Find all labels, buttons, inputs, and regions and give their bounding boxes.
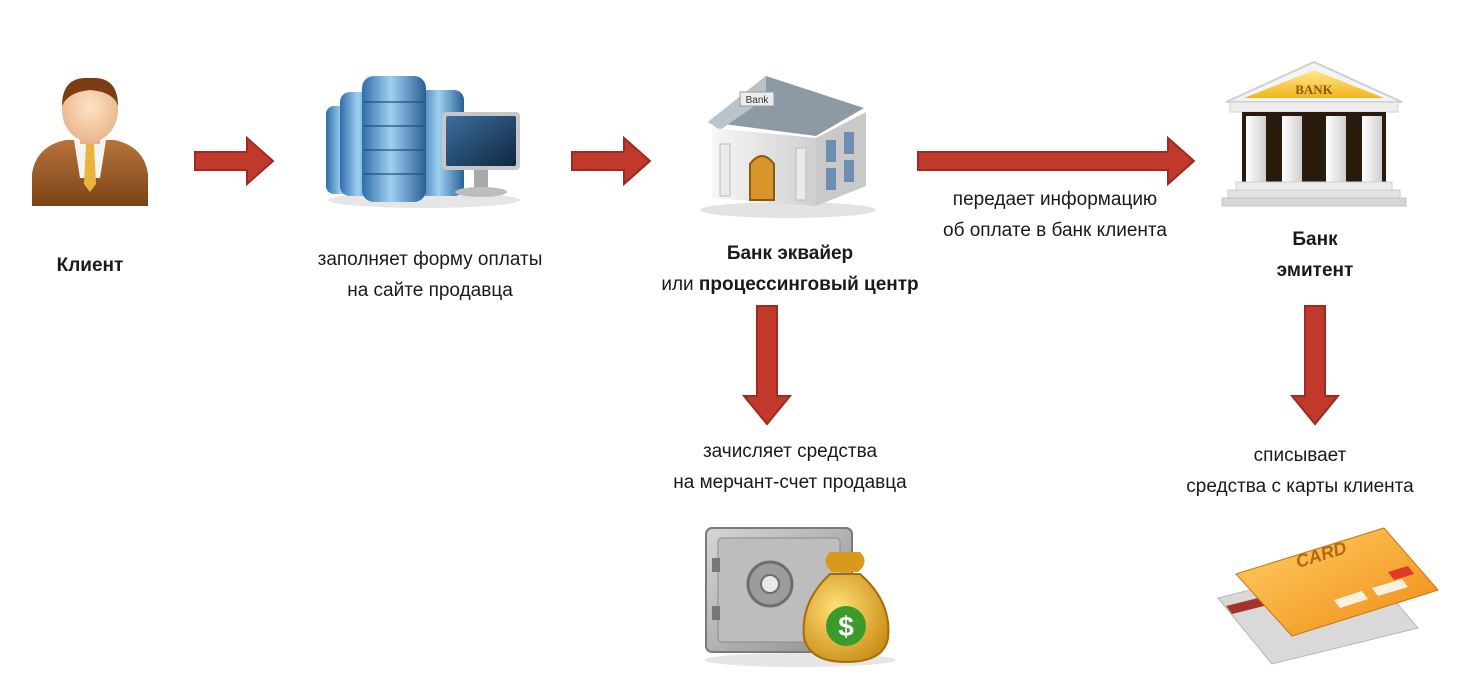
arrow-acquirer-down <box>741 305 793 426</box>
server-computer-icon <box>326 76 520 208</box>
debit-funds-line1: списывает <box>1253 445 1347 466</box>
credit-funds-line2: на мерчант-счет продавца <box>673 472 907 493</box>
client-label: Клиент <box>56 255 124 276</box>
credit-card-icon: CARD <box>1217 527 1439 665</box>
debit-funds-line2: средства с карты клиента <box>1186 476 1414 497</box>
money-bag-symbol: $ <box>838 611 854 642</box>
merchant-site-label: заполняет форму оплаты на сайте продавца <box>270 244 590 306</box>
bank-temple-icon: BANK <box>1221 60 1407 207</box>
credit-funds-line1: зачисляет средства <box>702 441 878 462</box>
transfer-info-line1: передает информацию <box>952 189 1158 210</box>
acquirer-bank-sign: Bank <box>746 95 770 106</box>
bank-building-icon: Bank <box>700 76 876 218</box>
merchant-site-line1: заполняет форму оплаты <box>317 249 543 270</box>
transfer-info-line2: об оплате в банк клиента <box>943 220 1167 241</box>
debit-funds-label: списывает средства с карты клиента <box>1150 440 1450 502</box>
issuer-line2: эмитент <box>1276 260 1354 281</box>
arrow-issuer-down <box>1289 305 1341 426</box>
credit-funds-label: зачисляет средства на мерчант-счет прода… <box>610 436 970 498</box>
merchant-site-line2: на сайте продавца <box>347 280 513 301</box>
acquirer-label: Банк эквайер или процессинговый центр <box>600 238 980 300</box>
safe-money-bag-icon: $ <box>704 527 896 667</box>
acquirer-line1: Банк эквайер <box>726 243 854 264</box>
transfer-info-label: передает информацию об оплате в банк кли… <box>880 184 1230 246</box>
businessman-icon <box>32 77 148 206</box>
arrow-client-to-site <box>194 135 275 187</box>
issuer-bank-sign: BANK <box>1295 82 1333 97</box>
issuer-label: Банк эмитент <box>1240 224 1390 286</box>
arrow-acquirer-to-issuer <box>917 135 1196 187</box>
acquirer-line2-prefix: или <box>661 274 699 295</box>
issuer-line1: Банк <box>1292 229 1338 250</box>
acquirer-line2: или процессинговый центр <box>600 269 980 300</box>
acquirer-line2-bold: процессинговый центр <box>698 274 919 295</box>
arrow-site-to-acquirer <box>571 135 652 187</box>
